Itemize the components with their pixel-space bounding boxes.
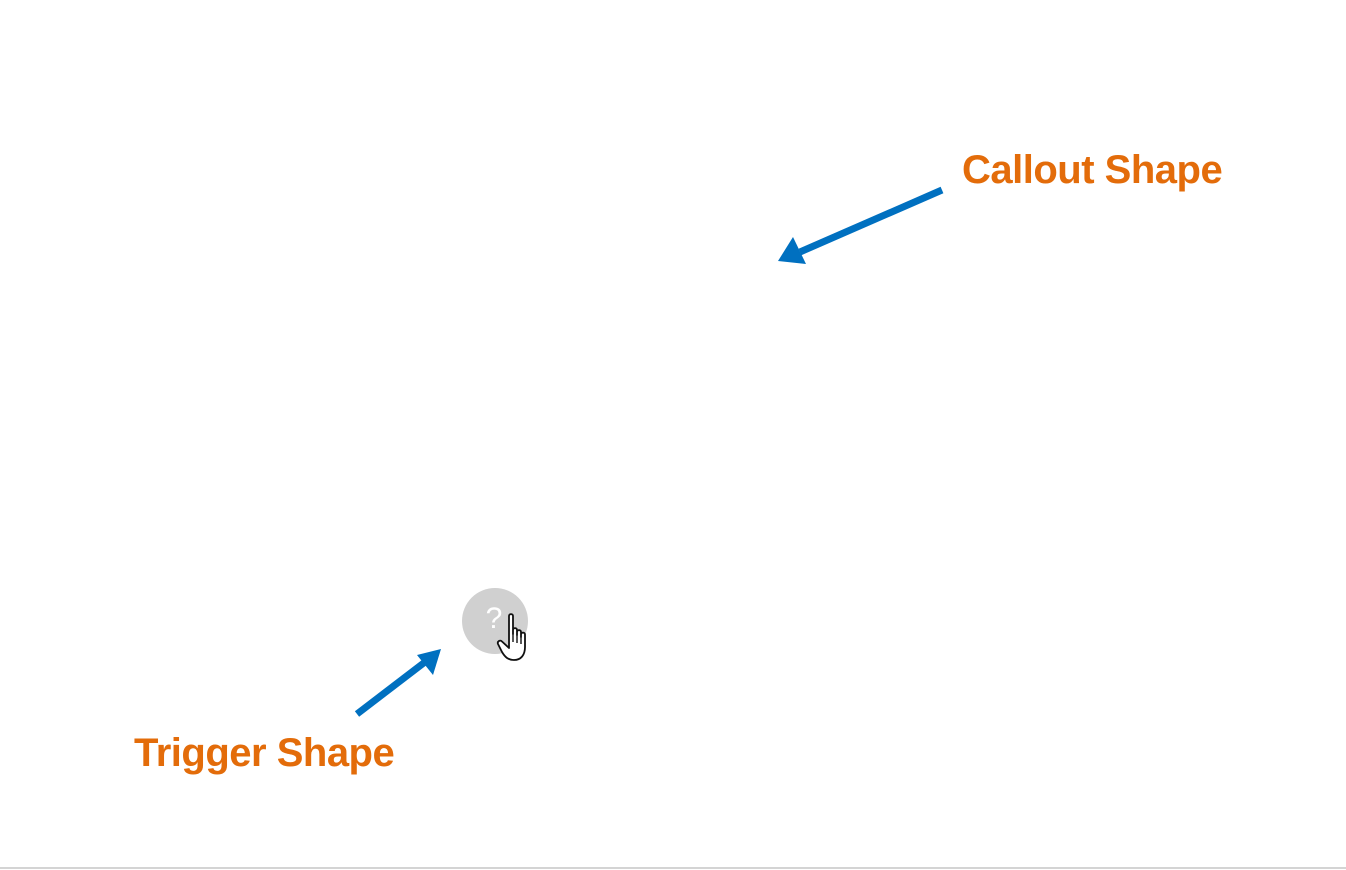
trigger-arrow-icon — [354, 649, 441, 717]
question-mark-icon: ? — [485, 602, 503, 635]
trigger-shape-button[interactable]: ? — [462, 588, 528, 654]
bottom-divider — [0, 867, 1346, 869]
trigger-shape-label: Trigger Shape — [134, 731, 395, 775]
callout-shape-label: Callout Shape — [962, 148, 1223, 192]
callout-arrow-icon — [778, 186, 944, 264]
